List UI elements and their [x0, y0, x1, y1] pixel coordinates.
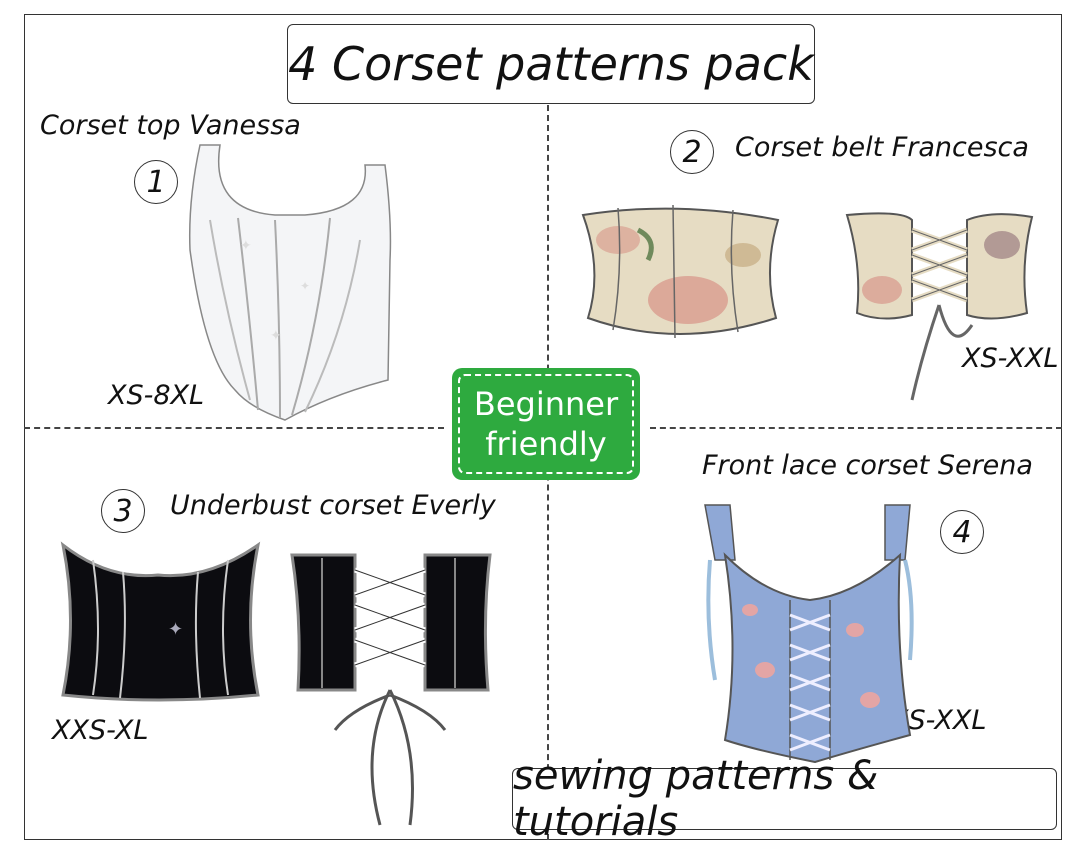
horizontal-divider-right: [650, 427, 1062, 429]
item-2-name: Corset belt Francesca: [735, 132, 1029, 163]
item-2-sizes: XS-XXL: [962, 343, 1059, 374]
footer-tagline: sewing patterns & tutorials: [512, 753, 1057, 845]
item-3-sizes: XXS-XL: [52, 715, 149, 746]
corset-belt-francesca-back-illustration: [845, 212, 1034, 401]
underbust-corset-everly-front-illustration: ✦: [60, 541, 261, 702]
item-1-name: Corset top Vanessa: [40, 110, 301, 141]
badge-line-1: Beginner: [473, 385, 619, 423]
svg-text:✦: ✦: [168, 619, 183, 640]
svg-text:✦: ✦: [240, 238, 252, 254]
item-3-number: 3: [101, 489, 145, 533]
item-1-sizes: XS-8XL: [108, 380, 205, 411]
item-1-number: 1: [134, 160, 178, 204]
corset-top-vanessa-illustration: ✦ ✦ ✦: [188, 144, 392, 421]
underbust-corset-everly-back-illustration: [290, 553, 492, 826]
svg-text:✦: ✦: [300, 279, 310, 293]
item-4-name: Front lace corset Serena: [702, 450, 1033, 481]
front-lace-corset-serena-illustration: [704, 504, 914, 764]
page-title: 4 Corset patterns pack: [287, 24, 815, 104]
item-4-number: 4: [940, 510, 984, 554]
item-2-number: 2: [670, 130, 714, 174]
beginner-friendly-badge: Beginner friendly: [452, 368, 640, 480]
horizontal-divider-left: [24, 427, 444, 429]
badge-line-2: friendly: [485, 425, 607, 463]
svg-text:✦: ✦: [270, 328, 282, 344]
corset-belt-francesca-front-illustration: [581, 204, 780, 339]
item-3-name: Underbust corset Everly: [170, 490, 496, 521]
